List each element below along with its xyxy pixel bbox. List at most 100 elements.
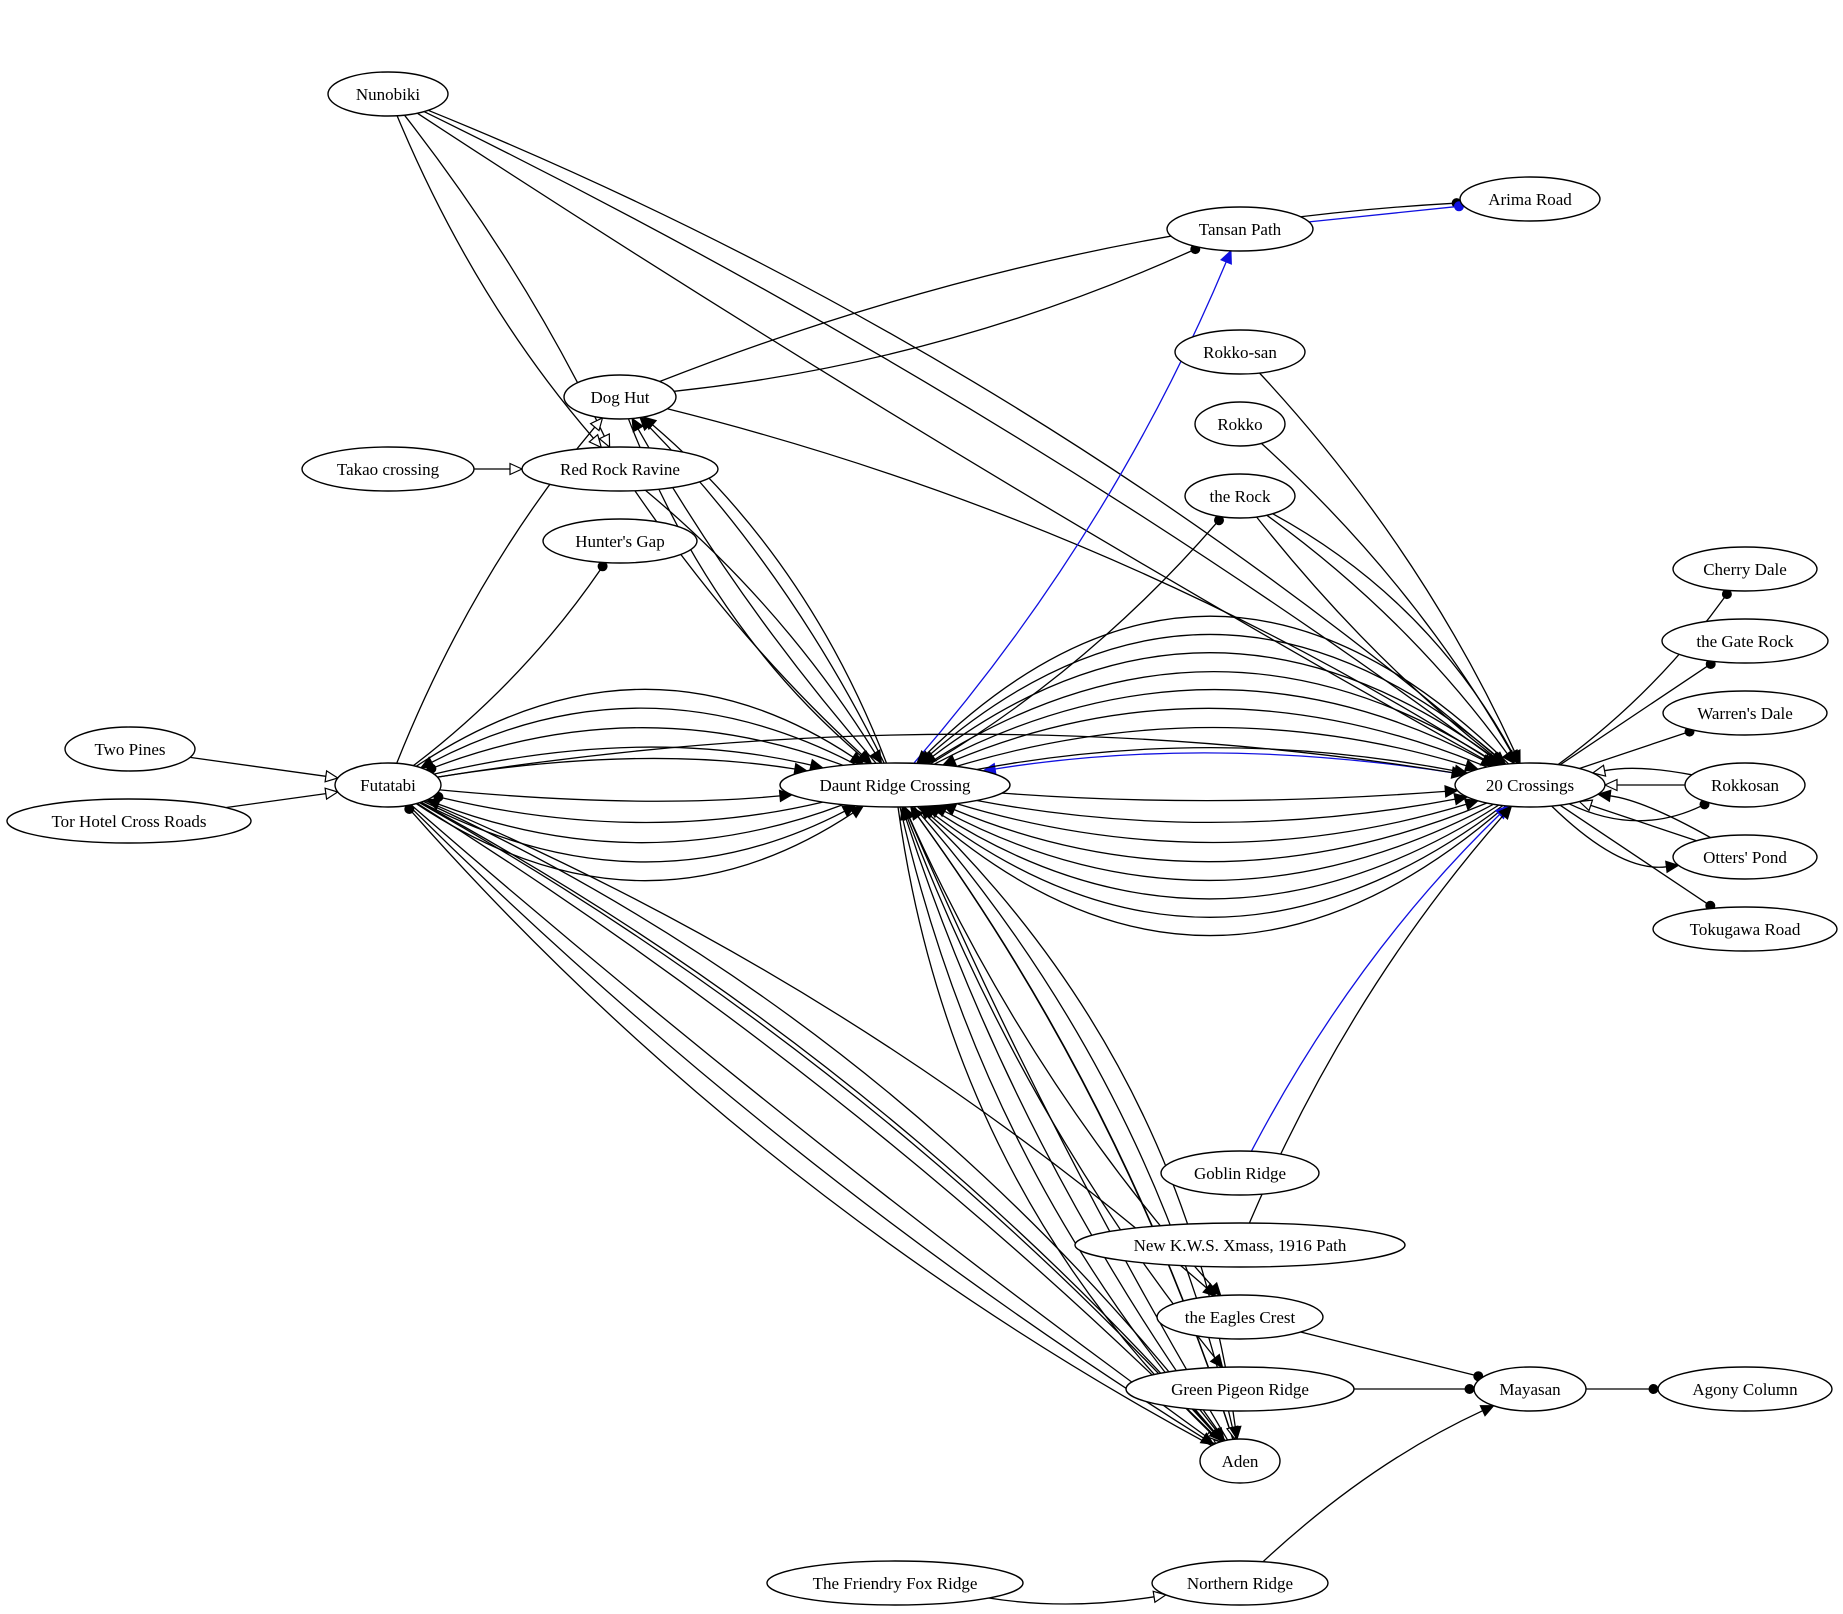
edge-otters-to-c20 bbox=[1596, 789, 1712, 839]
edge-arrowhead bbox=[1211, 1426, 1226, 1442]
edge-arrowhead bbox=[1506, 749, 1519, 765]
edge-line bbox=[988, 1596, 1155, 1605]
node-cherry: Cherry Dale bbox=[1672, 546, 1818, 592]
edge-line bbox=[917, 816, 1234, 1440]
edge-line bbox=[674, 250, 1193, 392]
node-ellipse bbox=[1199, 1438, 1281, 1484]
edge-line bbox=[416, 802, 1213, 1434]
edge-takao-to-redrock bbox=[474, 462, 524, 476]
node-fox: The Friendry Fox Ridge bbox=[766, 1560, 1024, 1606]
node-label: Goblin Ridge bbox=[1194, 1164, 1286, 1183]
edge-arrowhead bbox=[1207, 1281, 1222, 1297]
node-label: Cherry Dale bbox=[1703, 560, 1787, 579]
node-label: Warren's Dale bbox=[1697, 704, 1793, 723]
edge-line bbox=[1272, 513, 1513, 754]
node-ellipse bbox=[563, 374, 677, 420]
edge-line bbox=[438, 803, 844, 844]
edge-arrowhead bbox=[1463, 759, 1480, 772]
edge-line bbox=[427, 109, 1497, 757]
edge-line bbox=[927, 671, 1493, 765]
edge-line bbox=[1256, 516, 1495, 758]
node-torhotel: Tor Hotel Cross Roads bbox=[6, 798, 252, 844]
edge-dot-head bbox=[1648, 1384, 1659, 1394]
edge-rokkosan-to-c20 bbox=[1591, 764, 1692, 777]
node-ellipse bbox=[1672, 546, 1818, 592]
edge-line bbox=[415, 803, 854, 882]
node-tansan: Tansan Path bbox=[1166, 206, 1314, 252]
edge-line bbox=[1266, 514, 1508, 755]
edge-futatabi-to-daunt bbox=[439, 789, 794, 803]
edge-arrowhead bbox=[1228, 1425, 1242, 1441]
edge-aden-to-futatabi bbox=[404, 804, 1212, 1447]
node-ellipse bbox=[1125, 1366, 1355, 1412]
node-arima: Arima Road bbox=[1459, 176, 1601, 222]
node-rokkosan2: Rokko-san bbox=[1174, 329, 1306, 375]
edge-line bbox=[441, 797, 823, 824]
node-aden: Aden bbox=[1199, 1438, 1281, 1484]
node-hunters: Hunter's Gap bbox=[542, 518, 698, 564]
edge-empty-arrowhead bbox=[324, 769, 340, 783]
node-ellipse bbox=[1684, 762, 1806, 808]
edge-arrowhead bbox=[1665, 860, 1680, 874]
edge-empty-arrowhead bbox=[589, 416, 604, 432]
edge-line bbox=[412, 568, 602, 767]
edge-line bbox=[408, 804, 1204, 1439]
node-label: Mayasan bbox=[1499, 1380, 1561, 1399]
node-label: Red Rock Ravine bbox=[560, 460, 680, 479]
edge-line bbox=[1262, 1410, 1483, 1563]
edge-futatabi-to-daunt bbox=[415, 688, 865, 767]
edge-line bbox=[917, 816, 1234, 1440]
edge-line bbox=[433, 746, 812, 775]
edge-line bbox=[933, 688, 1484, 765]
edge-line bbox=[1559, 804, 1708, 905]
edge-arrowhead bbox=[1479, 1405, 1495, 1417]
edge-arrowhead bbox=[918, 805, 934, 820]
node-label: Tor Hotel Cross Roads bbox=[51, 812, 206, 831]
edge-daunt-to-c20 bbox=[1001, 785, 1459, 802]
edge-torhotel-to-futatabi bbox=[225, 787, 340, 809]
edge-tansan-to-arima bbox=[1308, 201, 1464, 223]
edge-futatabi-to-eagles bbox=[424, 800, 1217, 1297]
edge-eagles-to-mayasan bbox=[1300, 1331, 1484, 1382]
edge-futatabi-to-daunt bbox=[415, 803, 865, 882]
node-label: Nunobiki bbox=[356, 85, 421, 104]
edge-rokkosan-to-c20 bbox=[1603, 778, 1686, 792]
edge-line bbox=[928, 805, 1507, 937]
node-ellipse bbox=[1459, 176, 1601, 222]
edge-line bbox=[419, 801, 1215, 1433]
edge-empty-arrowhead bbox=[324, 787, 340, 801]
node-goblin: Goblin Ridge bbox=[1160, 1150, 1320, 1196]
node-ellipse bbox=[327, 71, 449, 117]
edge-line bbox=[932, 804, 1504, 918]
node-ellipse bbox=[521, 446, 719, 492]
node-ellipse bbox=[1473, 1366, 1587, 1412]
edge-futatabi-to-c20 bbox=[437, 733, 1466, 779]
edge-daunt-to-futatabi bbox=[425, 798, 844, 844]
edge-arrowhead bbox=[642, 416, 658, 431]
edge-line bbox=[1259, 372, 1516, 753]
edge-pigeon-to-mayasan bbox=[1353, 1384, 1475, 1394]
node-label: Hunter's Gap bbox=[575, 532, 664, 551]
edge-line bbox=[925, 615, 1509, 765]
node-ellipse bbox=[779, 762, 1011, 808]
node-label: Green Pigeon Ridge bbox=[1171, 1380, 1309, 1399]
node-ellipse bbox=[1672, 834, 1818, 880]
edge-line bbox=[659, 202, 1454, 383]
edge-line bbox=[976, 798, 1456, 824]
node-ellipse bbox=[64, 726, 196, 772]
edge-nunobiki-to-c20 bbox=[427, 109, 1507, 766]
node-label: the Eagles Crest bbox=[1185, 1308, 1296, 1327]
node-futatabi: Futatabi bbox=[334, 762, 442, 808]
node-kws: New K.W.S. Xmass, 1916 Path bbox=[1074, 1222, 1406, 1268]
edge-line bbox=[1300, 1331, 1476, 1376]
edge-fox-to-northern bbox=[988, 1590, 1168, 1605]
node-redrock: Red Rock Ravine bbox=[521, 446, 719, 492]
edge-line bbox=[913, 806, 1234, 1428]
edge-line bbox=[944, 803, 1494, 882]
node-ellipse bbox=[1454, 762, 1606, 808]
edge-futatabi-to-aden bbox=[419, 801, 1224, 1443]
node-label: the Rock bbox=[1210, 487, 1271, 506]
edge-line bbox=[1579, 732, 1687, 770]
